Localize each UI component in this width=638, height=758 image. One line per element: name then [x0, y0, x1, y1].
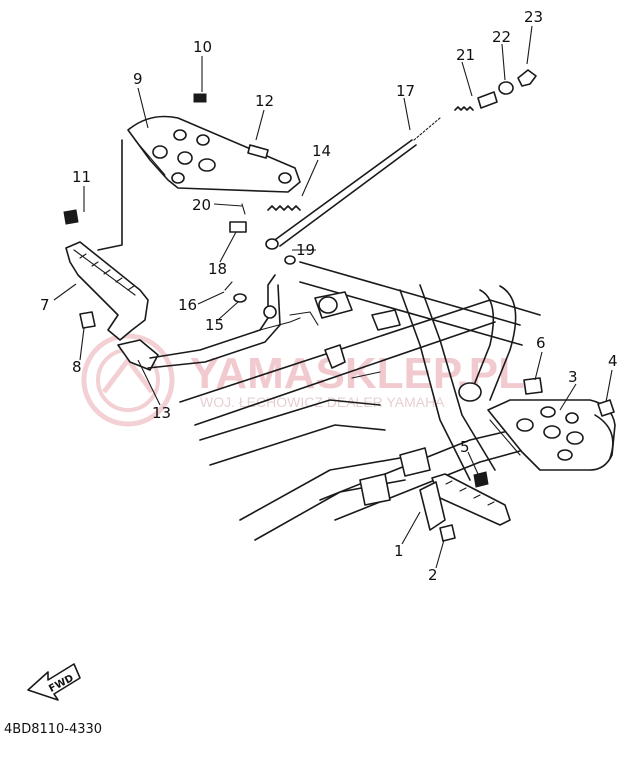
bolt-4-icon [597, 399, 615, 417]
wingnut-23-icon [517, 69, 537, 87]
callout-19: 19 [296, 241, 315, 259]
cotter-20-icon [241, 203, 246, 215]
callout-3: 3 [568, 368, 578, 386]
callout-15: 15 [205, 316, 224, 334]
nut-22-icon [498, 81, 514, 95]
part-code: 4BD8110-4330 [4, 722, 102, 737]
bolt-5-icon [473, 471, 489, 488]
right-footpeg [419, 471, 511, 542]
fwd-arrow-icon [27, 663, 81, 701]
callout-20: 20 [192, 196, 211, 214]
brake-rod [265, 69, 537, 265]
bolt-12-icon [247, 144, 269, 159]
bolt-8-icon [79, 311, 96, 329]
callout-22: 22 [492, 28, 511, 46]
spring-21-icon [454, 106, 474, 111]
bolt-10-icon [193, 93, 207, 103]
callout-7: 7 [40, 296, 50, 314]
bolt-2-icon [439, 524, 456, 542]
callout-5: 5 [460, 438, 470, 456]
washer-19-icon [284, 255, 296, 265]
pin-16-icon [224, 281, 233, 291]
callout-17: 17 [396, 82, 415, 100]
left-footpeg [63, 209, 149, 341]
bolt-6-icon [523, 377, 543, 395]
pin-18-icon [229, 221, 247, 233]
callout-8: 8 [72, 358, 82, 376]
callout-6: 6 [536, 334, 546, 352]
callout-2: 2 [428, 566, 438, 584]
callout-23: 23 [524, 8, 543, 26]
callout-9: 9 [133, 70, 143, 88]
washer-15-icon [233, 293, 247, 303]
fwd-arrow: FWD [27, 663, 81, 701]
callout-1: 1 [394, 542, 404, 560]
callout-10: 10 [193, 38, 212, 56]
brake-pedal [117, 203, 301, 371]
spring-14-icon [267, 205, 301, 211]
callout-11: 11 [72, 168, 91, 186]
callout-18: 18 [208, 260, 227, 278]
frame [179, 261, 561, 541]
bolt-11-icon [63, 209, 79, 225]
callout-14: 14 [312, 142, 331, 160]
leader-lines [53, 25, 613, 569]
callout-21: 21 [456, 46, 475, 64]
callout-12: 12 [255, 92, 274, 110]
callouts: 10 9 12 14 17 21 22 23 11 20 18 19 7 16 … [40, 8, 618, 584]
callout-13: 13 [152, 404, 171, 422]
callout-4: 4 [608, 352, 618, 370]
right-step-assembly [487, 377, 616, 471]
callout-16: 16 [178, 296, 197, 314]
left-step-assembly [97, 93, 301, 251]
